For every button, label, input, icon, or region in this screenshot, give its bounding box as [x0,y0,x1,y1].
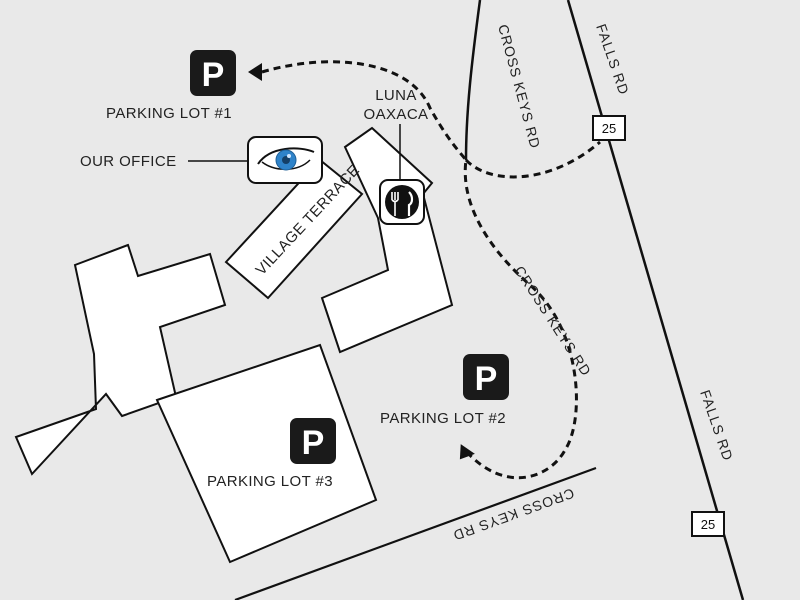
parking-icon-letter: P [302,424,325,462]
route-number: 25 [701,517,715,532]
parking-lot-2-label: PARKING LOT #2 [380,410,506,427]
parking-icon [190,50,236,96]
parking-lot-3-label: PARKING LOT #3 [207,473,333,490]
parking-icon-letter: P [202,56,225,94]
arrow-to-lot-2 [459,444,475,460]
falls-road [566,0,745,600]
cross-keys-rd-label-north: CROSS KEYS RD [495,23,544,151]
roads-layer [234,0,745,600]
building-parking-lot-3 [155,343,378,564]
fork-knife-icon [379,179,425,225]
falls-rd-label-south: FALLS RD [697,388,736,463]
office-label: OUR OFFICE [80,153,177,170]
route-25-shield-south: 25 [691,511,725,537]
our-office-marker[interactable]: OUR OFFICE [80,136,323,184]
route-25-shield-north: 25 [592,115,626,141]
building-west-complex [14,243,227,476]
restaurant-name-line1: LUNA [375,87,417,104]
parking-icon [290,418,336,464]
walking-route [261,60,578,480]
parking-icon [463,354,509,400]
cross-keys-road-north [464,0,482,161]
falls-rd-label-north: FALLS RD [593,22,632,97]
building-village-terrace [224,158,364,300]
eye-icon [247,136,323,184]
restaurant-marker[interactable]: LUNA OAXACA [364,87,429,225]
parking-icon-letter: P [475,360,498,398]
walking-route-branch [464,140,601,179]
restaurant-name-line2: OAXACA [364,106,429,123]
cross-keys-road-south [234,466,597,600]
parking-lot-3[interactable]: P PARKING LOT #3 [207,418,336,490]
building-restaurant-wing [320,126,454,354]
arrow-to-lot-1 [248,63,262,81]
cross-keys-rd-label-mid: CROSS KEYS RD [511,263,594,379]
parking-lot-1[interactable]: P PARKING LOT #1 [106,50,236,122]
parking-lot-2[interactable]: P PARKING LOT #2 [380,354,509,427]
parking-lot-1-label: PARKING LOT #1 [106,105,232,122]
route-number: 25 [602,121,616,136]
